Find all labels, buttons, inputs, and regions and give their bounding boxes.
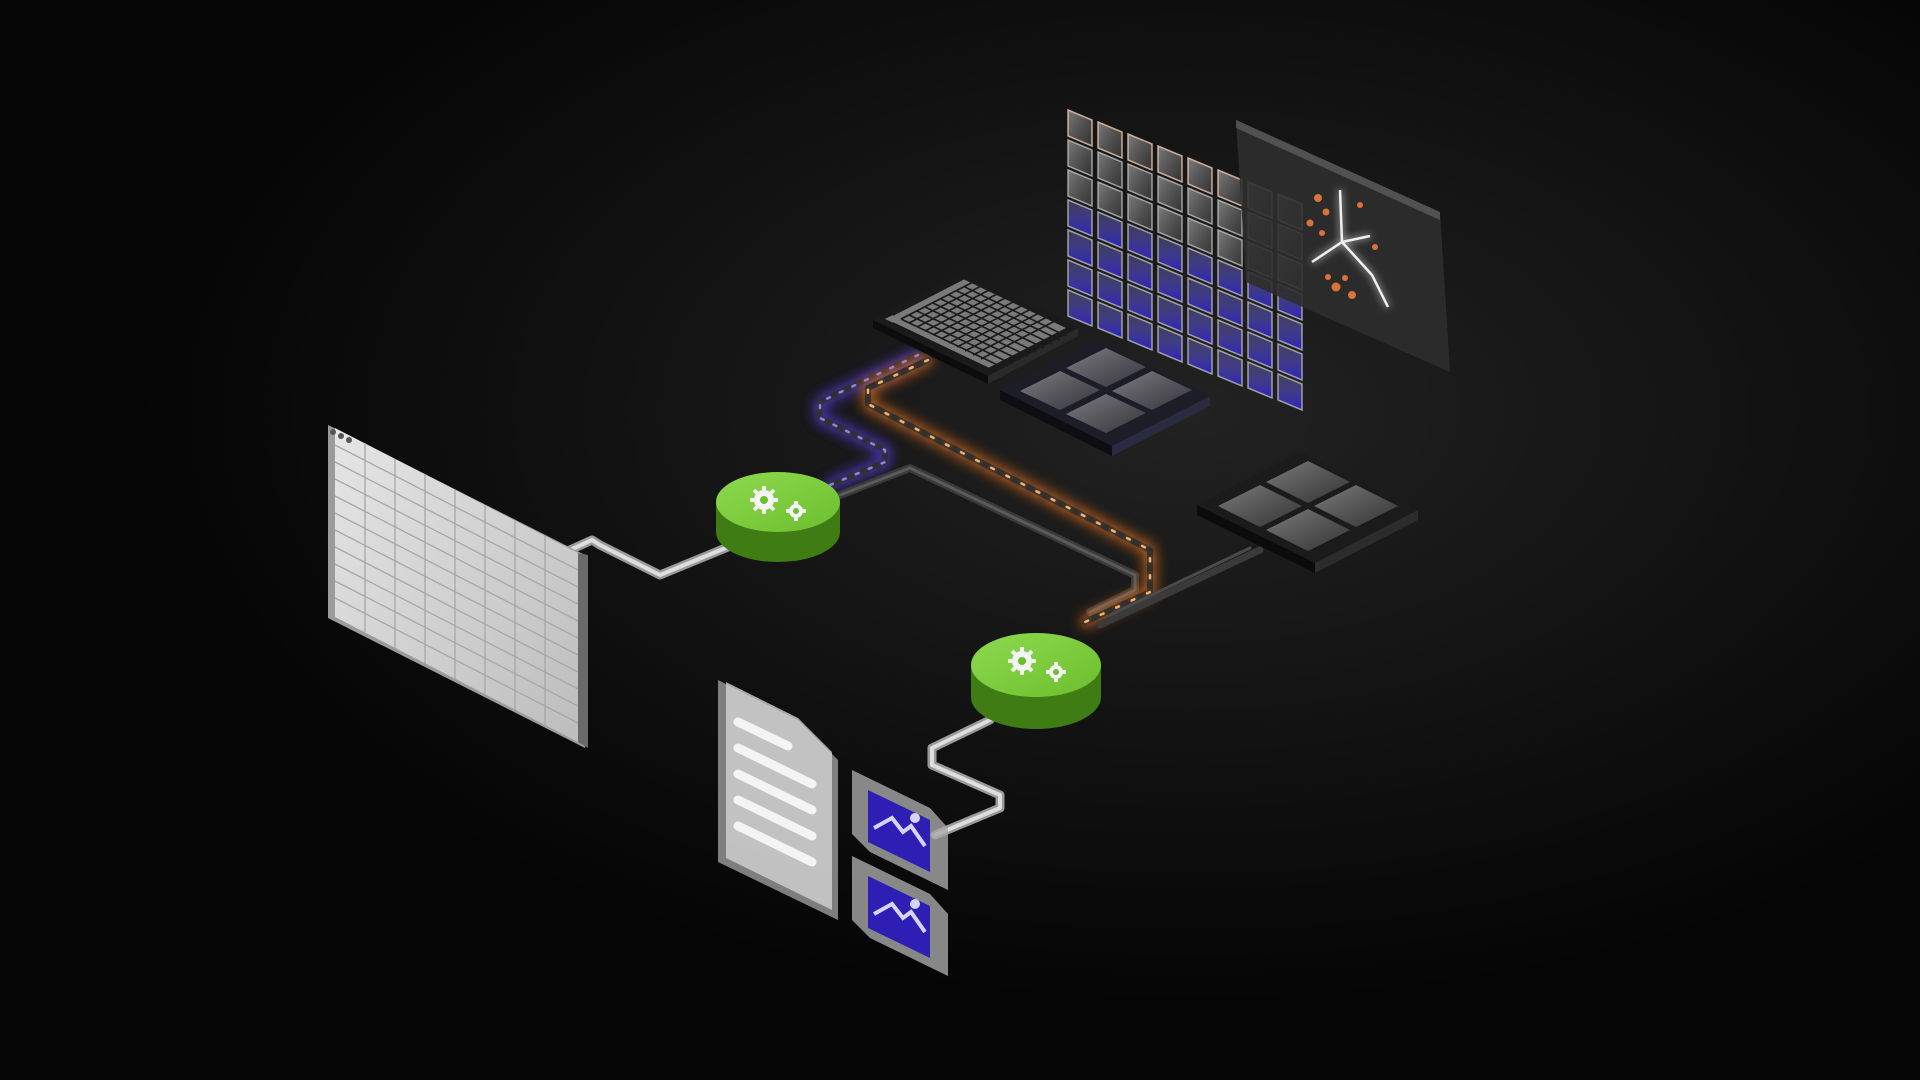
chip-quad-right — [1197, 452, 1418, 573]
pipe-node2-to-glass-tile — [1096, 546, 1264, 629]
matrix-tile — [1067, 288, 1093, 328]
matrix-tile — [1187, 336, 1213, 376]
chip-dense-grid — [873, 272, 1078, 384]
text-lines-icon — [733, 717, 817, 867]
matrix-tile — [1187, 306, 1213, 346]
cluster-lines — [1311, 189, 1390, 308]
matrix-tile — [1217, 288, 1243, 328]
image-icon — [873, 899, 927, 934]
matrix-tile — [1277, 342, 1303, 382]
matrix-tile — [1127, 282, 1153, 322]
matrix-tile — [1097, 180, 1123, 220]
matrix-tile — [1187, 216, 1213, 256]
matrix-tile — [1157, 264, 1183, 304]
matrix-tile — [1127, 192, 1153, 232]
matrix-tile — [1097, 210, 1123, 250]
matrix-tile — [1157, 234, 1183, 274]
matrix-tile — [1097, 150, 1123, 190]
gears-icon — [1008, 647, 1066, 682]
matrix-tile — [1157, 174, 1183, 214]
gears-icon — [750, 486, 806, 521]
matrix-tile — [1217, 198, 1243, 238]
scatter-dots — [1306, 194, 1378, 299]
matrix-tile — [1247, 300, 1273, 340]
matrix-tile — [1277, 372, 1303, 412]
matrix-tile — [1067, 198, 1093, 238]
matrix-tile — [1127, 312, 1153, 352]
matrix-tile — [1157, 144, 1183, 184]
matrix-tile — [1217, 228, 1243, 268]
chip-quad-middle — [1000, 340, 1210, 456]
processing-node-1 — [716, 472, 840, 562]
matrix-tile — [1247, 330, 1273, 370]
matrix-tile — [1067, 168, 1093, 208]
matrix-tile — [1277, 312, 1303, 352]
matrix-tile — [1217, 348, 1243, 388]
matrix-tile — [1067, 228, 1093, 268]
matrix-tile — [1127, 162, 1153, 202]
matrix-tile — [1157, 324, 1183, 364]
pipes — [543, 351, 1264, 840]
matrix-tile — [1157, 294, 1183, 334]
matrix-tile — [1187, 186, 1213, 226]
matrix-tile — [1097, 300, 1123, 340]
processing-node-2 — [971, 633, 1101, 729]
matrix-tile — [1067, 108, 1093, 148]
image-tile-2 — [852, 856, 948, 976]
matrix-tile — [1127, 222, 1153, 262]
matrix-tile — [1217, 258, 1243, 298]
matrix-tile — [1067, 138, 1093, 178]
window-dot-icon — [346, 437, 352, 443]
window-dot-icon — [330, 429, 336, 435]
grid-sheet-icon — [334, 443, 579, 726]
matrix-tile — [1097, 270, 1123, 310]
matrix-tile — [1127, 132, 1153, 172]
matrix-tile — [1187, 246, 1213, 286]
spreadsheet-panel — [328, 425, 588, 748]
matrix-tile — [1097, 240, 1123, 280]
image-icon — [873, 813, 927, 848]
matrix-tile — [1127, 252, 1153, 292]
matrix-tile — [1187, 156, 1213, 196]
matrix-tile — [1247, 360, 1273, 400]
image-tile-1 — [852, 770, 948, 890]
scatter-chart-panel — [1236, 120, 1450, 372]
window-dot-icon — [338, 433, 344, 439]
matrix-tile — [1217, 318, 1243, 358]
matrix-tile — [1067, 258, 1093, 298]
matrix-tile — [1187, 276, 1213, 316]
document-page — [718, 680, 838, 920]
matrix-tile — [1097, 120, 1123, 160]
matrix-tile — [1157, 204, 1183, 244]
